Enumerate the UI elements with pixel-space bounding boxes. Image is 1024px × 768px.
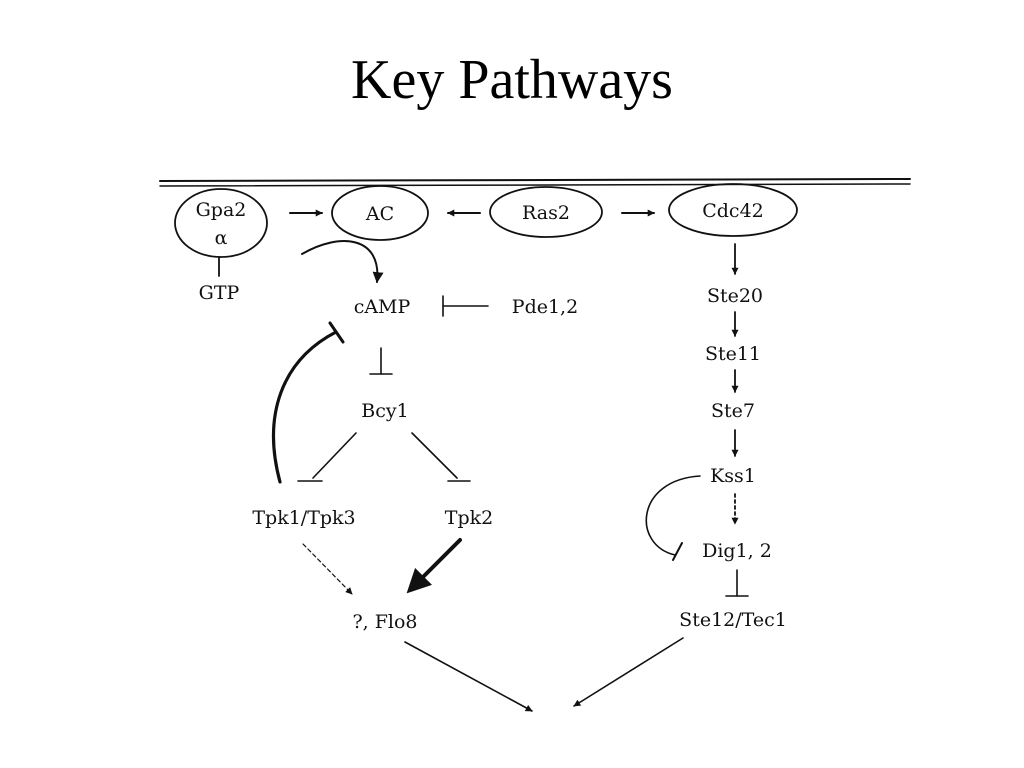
tpk13-label: Tpk1/Tpk3 — [252, 507, 355, 529]
pde-label: Pde1,2 — [512, 296, 578, 318]
flo8-label: ?, Flo8 — [352, 611, 417, 633]
ras2-label: Ras2 — [522, 202, 570, 224]
ste20-label: Ste20 — [707, 285, 763, 307]
ras2-node — [489, 186, 603, 238]
ste12-label: Ste12/Tec1 — [679, 609, 787, 631]
gpa2-node — [174, 188, 268, 258]
bcy1-label: Bcy1 — [361, 400, 408, 422]
cdc42-label: Cdc42 — [702, 200, 764, 222]
kss1-label: Kss1 — [710, 465, 756, 487]
ac-node — [331, 185, 429, 241]
slide-title: Key Pathways — [351, 49, 673, 111]
gpa2-label: Gpa2 — [196, 199, 247, 221]
ste7-label: Ste7 — [711, 400, 755, 422]
kss1-curve-inhibits-dig — [645, 475, 701, 556]
membrane-line-top — [159, 178, 911, 182]
feedback-inhibit-bar — [328, 321, 345, 344]
tpk2-label: Tpk2 — [445, 507, 493, 529]
kss1-dig-inhibit-bar — [672, 542, 683, 561]
tpk13-feedback-to-camp — [272, 330, 338, 484]
camp-label: cAMP — [354, 296, 411, 318]
ste12-to-output-arrow — [573, 637, 684, 707]
tpk2-to-flo8-arrow — [406, 538, 462, 594]
dig-label: Dig1, 2 — [702, 540, 772, 562]
tpk13-to-flo8-arrow — [302, 543, 353, 595]
flo8-to-output-arrow — [404, 641, 533, 712]
ac-label: AC — [365, 203, 394, 225]
alpha-label: α — [215, 227, 228, 249]
cdc42-node — [668, 183, 798, 237]
ste11-label: Ste11 — [705, 343, 761, 365]
bcy1-inhibits-tpk2 — [411, 432, 458, 479]
membrane-line-bottom — [159, 183, 911, 187]
gtp-label: GTP — [199, 282, 240, 304]
bcy1-inhibits-tpk13 — [312, 432, 357, 479]
ac-to-camp-arrow — [301, 240, 384, 284]
